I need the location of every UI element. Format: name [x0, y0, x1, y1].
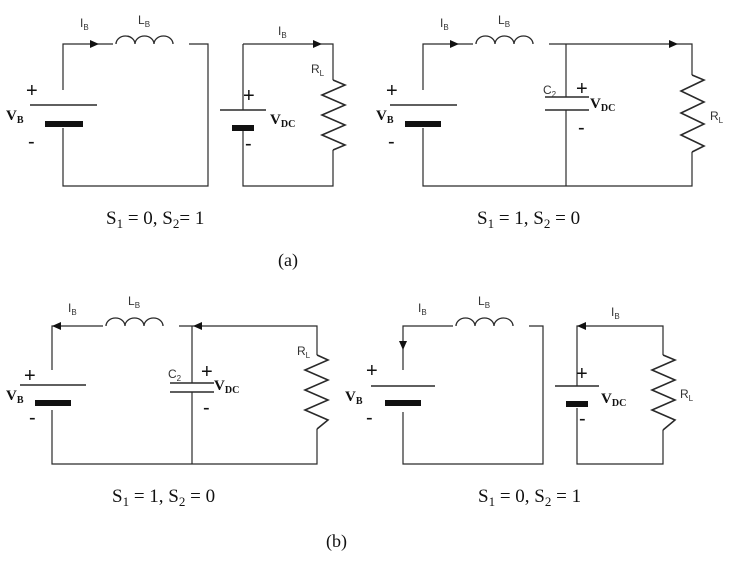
current-arrow: [193, 322, 202, 330]
label-rl: RL: [311, 62, 325, 78]
minus-sign: -: [203, 397, 210, 419]
capacitor-c2: [170, 382, 214, 393]
battery-vb: [20, 384, 86, 406]
minus-sign: -: [29, 407, 36, 429]
plus-sign: +: [201, 361, 213, 383]
label-vb: VB: [6, 108, 24, 126]
plus-sign: +: [576, 363, 588, 385]
resistor-rl: [649, 354, 678, 431]
state-caption: S1 = 1, S2 = 0: [477, 208, 580, 231]
label-rl: RL: [710, 109, 724, 125]
plus-sign: +: [386, 80, 398, 102]
wires: [62, 43, 334, 187]
label-lb: LB: [498, 13, 510, 29]
plus-sign: +: [26, 80, 38, 102]
current-arrow: [90, 40, 99, 48]
plus-sign: +: [576, 78, 588, 100]
label-ib: IB: [418, 301, 427, 317]
current-arrow: [399, 341, 407, 350]
label-vdc: VDC: [270, 112, 295, 130]
label-vb: VB: [6, 388, 24, 406]
battery-vb: [390, 104, 457, 127]
label-ib: IB: [611, 305, 620, 321]
part-label-a: (a): [278, 250, 298, 271]
inductor-lb: [105, 317, 164, 327]
current-arrow: [52, 322, 61, 330]
label-ib: IB: [278, 24, 287, 40]
label-rl: RL: [680, 387, 694, 403]
resistor-rl: [302, 354, 331, 430]
wires: [51, 325, 318, 465]
wires: [422, 43, 693, 187]
minus-sign: -: [578, 117, 585, 139]
label-c2: C2: [168, 367, 182, 383]
label-lb: LB: [128, 294, 140, 310]
battery-vb: [371, 385, 435, 406]
inductor-lb: [475, 35, 534, 45]
battery-vb: [30, 104, 97, 127]
inductor-lb: [115, 35, 174, 45]
label-c2: C2: [543, 83, 557, 99]
circuit-b-left: + - + - VB VDC C2 IB LB RL S1 = 1, S2 = …: [6, 294, 331, 509]
current-arrow: [450, 40, 459, 48]
state-caption: S1 = 0, S2= 1: [106, 208, 204, 231]
battery-vdc: [555, 385, 599, 407]
capacitor-c2: [545, 96, 589, 111]
label-ib: IB: [440, 16, 449, 32]
current-arrow: [577, 322, 586, 330]
minus-sign: -: [28, 131, 35, 153]
minus-sign: -: [366, 407, 373, 429]
battery-vdc: [220, 109, 266, 131]
plus-sign: +: [243, 85, 255, 107]
label-vdc: VDC: [214, 378, 239, 396]
label-lb: LB: [478, 294, 490, 310]
plus-sign: +: [24, 365, 36, 387]
state-caption: S1 = 1, S2 = 0: [112, 486, 215, 509]
circuit-a-right: + - + - VB VDC C2 IB LB RL S1 = 1, S2 = …: [376, 13, 724, 231]
plus-sign: +: [366, 360, 378, 382]
state-caption: S1 = 0, S2 = 1: [478, 486, 581, 509]
label-vb: VB: [376, 108, 394, 126]
circuit-b-right: + - + - VB VDC IB LB IB RL S1 = 0, S2 = …: [345, 294, 694, 509]
circuit-a-left: + - + - VB VDC IB LB IB RL S1 = 0, S2= 1: [6, 13, 348, 231]
part-label-b: (b): [326, 531, 347, 552]
label-ib: IB: [80, 16, 89, 32]
resistor-rl: [679, 74, 706, 153]
resistor-rl: [319, 79, 348, 151]
label-vdc: VDC: [590, 96, 615, 114]
label-vdc: VDC: [601, 391, 626, 409]
wires: [402, 325, 664, 465]
label-ib: IB: [68, 301, 77, 317]
current-arrow: [313, 40, 322, 48]
minus-sign: -: [388, 131, 395, 153]
label-rl: RL: [297, 344, 311, 360]
inductor-lb: [455, 317, 514, 327]
label-lb: LB: [138, 13, 150, 29]
label-vb: VB: [345, 389, 363, 407]
minus-sign: -: [579, 408, 586, 430]
current-arrow: [669, 40, 678, 48]
minus-sign: -: [245, 133, 252, 155]
